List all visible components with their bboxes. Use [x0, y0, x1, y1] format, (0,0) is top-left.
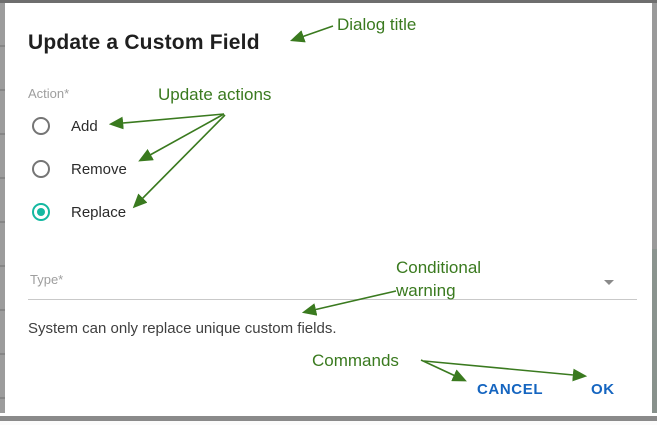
- dialog-title: Update a Custom Field: [28, 31, 260, 54]
- annotation-conditional-warning-line2: warning: [396, 281, 456, 300]
- radio-label: Add: [71, 117, 98, 135]
- page-edge-bottom: [0, 421, 657, 425]
- radio-selection-halo: [23, 194, 63, 234]
- type-field-label: Type*: [30, 272, 64, 287]
- ok-button[interactable]: OK: [591, 381, 615, 398]
- annotation-dialog-title: Dialog title: [337, 15, 417, 34]
- radio-icon[interactable]: [32, 160, 50, 178]
- page-edge-left: [0, 3, 5, 413]
- radio-option-remove[interactable]: Remove: [32, 160, 127, 178]
- radio-option-add[interactable]: Add: [32, 117, 98, 135]
- page-edge-right: [652, 3, 657, 413]
- annotation-update-actions: Update actions: [158, 85, 272, 104]
- radio-option-replace[interactable]: Replace: [23, 194, 127, 234]
- radio-label: Remove: [71, 160, 127, 178]
- conditional-warning-text: System can only replace unique custom fi…: [28, 320, 337, 337]
- page-edge-top: [0, 0, 657, 3]
- cancel-button[interactable]: CANCEL: [477, 381, 544, 398]
- type-select-underline[interactable]: [28, 299, 637, 300]
- update-custom-field-dialog: Update a Custom Field Action* Add Remove…: [5, 3, 652, 416]
- annotation-conditional-warning-line1: Conditional: [396, 258, 482, 277]
- annotation-conditional-warning: Conditional warning: [396, 256, 481, 302]
- radio-label: Replace: [71, 203, 127, 221]
- dialog-bottom-shadow: [0, 416, 657, 421]
- annotation-commands: Commands: [312, 351, 399, 370]
- radio-icon-selected[interactable]: [23, 194, 63, 234]
- radio-icon[interactable]: [32, 117, 50, 135]
- chevron-down-icon[interactable]: [604, 280, 614, 285]
- action-field-label: Action*: [28, 86, 70, 101]
